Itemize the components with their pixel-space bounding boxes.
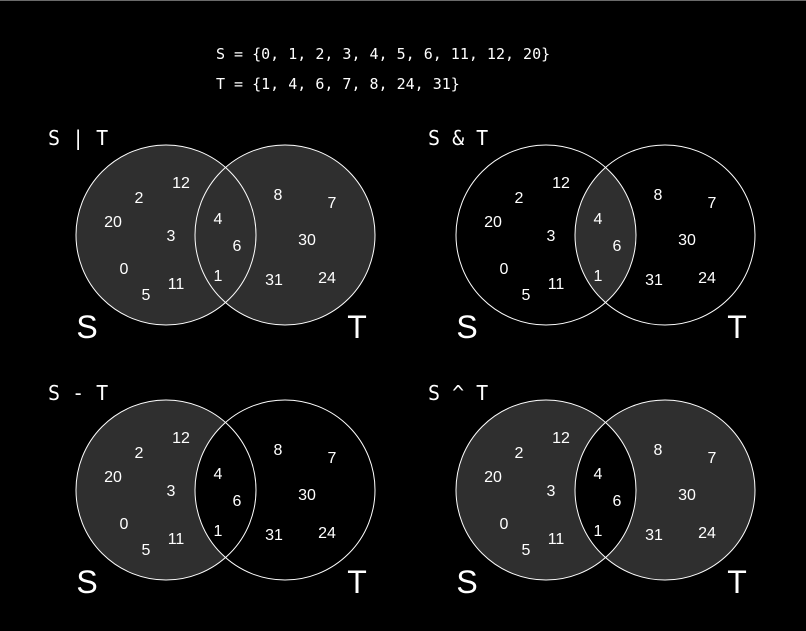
- circle-t: [574, 144, 756, 326]
- set-t-label: T: [727, 564, 747, 600]
- element-number: 1: [594, 523, 603, 540]
- set-t-definition: T = {1, 4, 6, 7, 8, 24, 31}: [216, 75, 460, 93]
- element-number: 30: [298, 232, 316, 249]
- element-number: 2: [515, 445, 524, 462]
- element-number: 3: [167, 483, 176, 500]
- element-number: 7: [708, 450, 717, 467]
- set-s-label: S: [76, 309, 97, 345]
- element-number: 2: [135, 445, 144, 462]
- circle-s: [75, 144, 257, 326]
- element-number: 3: [167, 228, 176, 245]
- element-number: 12: [172, 175, 190, 192]
- element-number: 2: [135, 190, 144, 207]
- top-divider: [0, 0, 806, 1]
- element-number: 4: [214, 211, 223, 228]
- element-number: 24: [698, 525, 716, 542]
- element-number: 20: [104, 214, 122, 231]
- operation-title: S - T: [48, 381, 108, 405]
- element-number: 8: [274, 442, 283, 459]
- element-number: 31: [645, 272, 663, 289]
- element-number: 1: [214, 268, 223, 285]
- circle-t: [194, 144, 376, 326]
- element-number: 30: [678, 232, 696, 249]
- element-number: 8: [654, 442, 663, 459]
- circle-s: [455, 144, 637, 326]
- element-number: 12: [552, 430, 570, 447]
- element-number: 3: [547, 483, 556, 500]
- operation-title: S ^ T: [428, 381, 488, 405]
- element-number: 31: [265, 272, 283, 289]
- element-number: 6: [233, 493, 242, 510]
- element-number: 31: [265, 527, 283, 544]
- element-number: 4: [594, 211, 603, 228]
- set-s-label: S: [456, 309, 477, 345]
- element-number: 11: [548, 531, 565, 548]
- element-number: 5: [522, 287, 531, 304]
- element-number: 31: [645, 527, 663, 544]
- element-number: 11: [548, 276, 565, 293]
- element-number: 30: [298, 487, 316, 504]
- element-number: 0: [500, 516, 509, 533]
- element-number: 2: [515, 190, 524, 207]
- element-number: 20: [104, 469, 122, 486]
- element-number: 4: [214, 466, 223, 483]
- set-s-label: S: [76, 564, 97, 600]
- element-number: 3: [547, 228, 556, 245]
- element-number: 1: [214, 523, 223, 540]
- element-number: 30: [678, 487, 696, 504]
- element-number: 24: [318, 270, 336, 287]
- element-number: 12: [172, 430, 190, 447]
- element-number: 5: [142, 287, 151, 304]
- element-number: 8: [654, 187, 663, 204]
- element-number: 11: [168, 531, 185, 548]
- element-number: 7: [708, 195, 717, 212]
- operation-title: S | T: [48, 126, 108, 150]
- circle-s: [75, 399, 257, 581]
- set-t-label: T: [347, 564, 367, 600]
- element-number: 6: [613, 493, 622, 510]
- set-s-definition: S = {0, 1, 2, 3, 4, 5, 6, 11, 12, 20}: [216, 45, 551, 63]
- element-number: 20: [484, 469, 502, 486]
- element-number: 24: [318, 525, 336, 542]
- element-number: 11: [168, 276, 185, 293]
- element-number: 7: [328, 450, 337, 467]
- circle-t: [574, 399, 756, 581]
- element-number: 0: [120, 261, 129, 278]
- operation-title: S & T: [428, 126, 488, 150]
- element-number: 12: [552, 175, 570, 192]
- intersection-region: [575, 145, 636, 325]
- circle-t: [194, 399, 376, 581]
- circle-s: [455, 399, 637, 581]
- intersection-region: [195, 400, 256, 580]
- intersection-region: [575, 400, 636, 580]
- set-s-label: S: [456, 564, 477, 600]
- element-number: 24: [698, 270, 716, 287]
- element-number: 5: [142, 542, 151, 559]
- set-t-label: T: [347, 309, 367, 345]
- element-number: 6: [233, 238, 242, 255]
- element-number: 6: [613, 238, 622, 255]
- intersection-region: [195, 145, 256, 325]
- element-number: 0: [500, 261, 509, 278]
- element-number: 5: [522, 542, 531, 559]
- element-number: 0: [120, 516, 129, 533]
- element-number: 1: [594, 268, 603, 285]
- element-number: 7: [328, 195, 337, 212]
- element-number: 4: [594, 466, 603, 483]
- set-t-label: T: [727, 309, 747, 345]
- element-number: 20: [484, 214, 502, 231]
- element-number: 8: [274, 187, 283, 204]
